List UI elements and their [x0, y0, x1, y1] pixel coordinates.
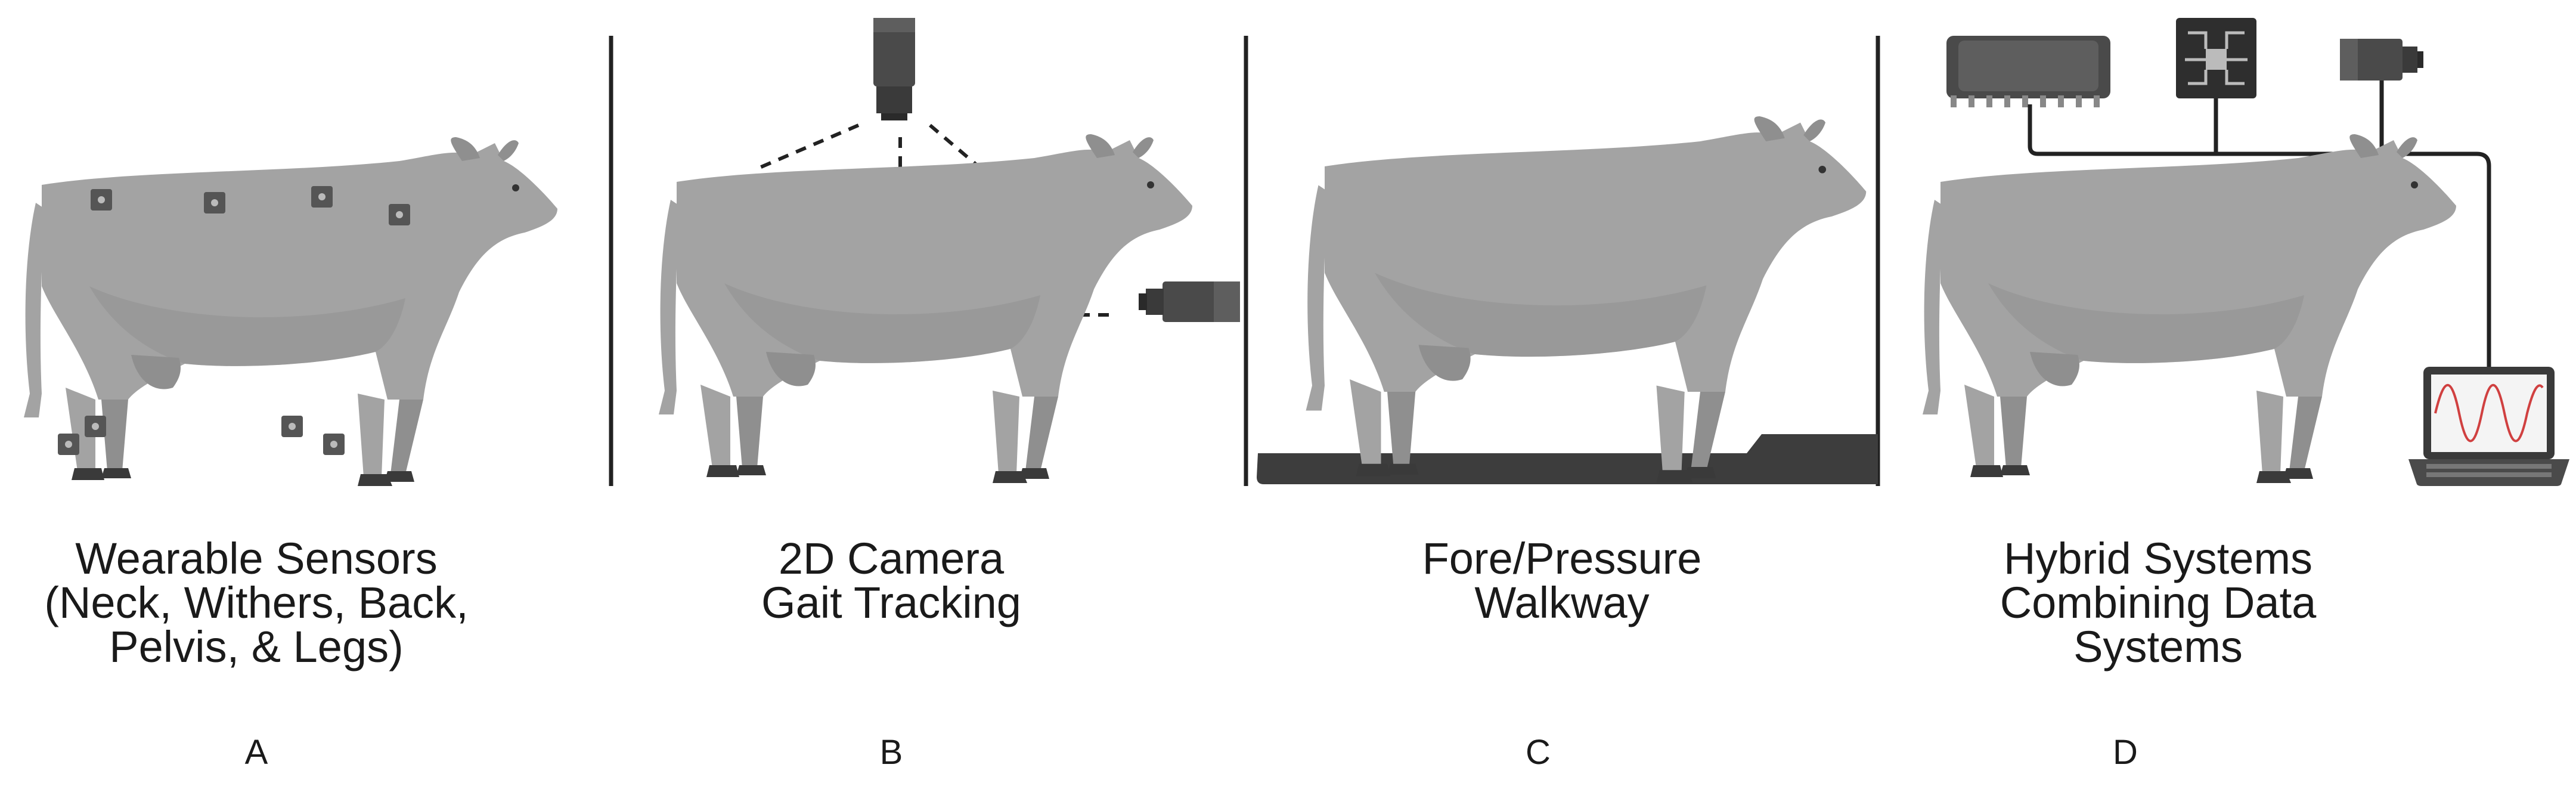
panel-letter-c: C [1526, 733, 1551, 772]
wearable-sensor-icon [85, 416, 106, 437]
microchip-icon [1946, 36, 2110, 107]
caption-a-line-3: Pelvis, & Legs) [109, 622, 404, 671]
cow-icon-panel-a [24, 137, 557, 486]
wearable-sensor-icon [204, 192, 225, 213]
laptop-icon [2408, 367, 2569, 486]
caption-c-line-2: Walkway [1474, 578, 1650, 627]
cow-icon-panel-c [1306, 116, 1867, 483]
panel-letter-b: B [879, 733, 903, 772]
caption-d-line-1: Hybrid Systems [2003, 534, 2313, 583]
circuit-board-icon [2176, 18, 2256, 98]
data-cables [2028, 81, 2491, 369]
wearable-sensor-icon [91, 189, 112, 211]
panel-letter-a: A [244, 733, 268, 772]
wearable-sensor-icon [281, 416, 303, 437]
side-camera-icon [1139, 281, 1240, 322]
caption-d-line-2: Combining Data [2000, 578, 2317, 627]
wearable-sensor-icon [389, 204, 410, 225]
panel-letter-d: D [2113, 733, 2138, 772]
camera-icon [2340, 39, 2423, 81]
wearable-sensor-icon [323, 434, 345, 455]
wearable-sensor-icon [311, 186, 333, 208]
caption-a: Wearable Sensors (Neck, Withers, Back, P… [0, 537, 525, 669]
signal-wave-icon [2434, 383, 2544, 442]
cow-icon-panel-b [659, 134, 1192, 483]
overhead-camera-icon [873, 18, 915, 120]
caption-d: Hybrid Systems Combining Data Systems [1890, 537, 2426, 669]
caption-a-line-2: (Neck, Withers, Back, [44, 578, 469, 627]
caption-d-line-3: Systems [2073, 622, 2243, 671]
caption-b-line-1: 2D Camera [778, 534, 1005, 583]
wearable-sensor-icon [58, 434, 79, 455]
caption-b: 2D Camera Gait Tracking [623, 537, 1160, 625]
cow-icon-panel-d [1923, 134, 2456, 483]
caption-b-line-2: Gait Tracking [761, 578, 1021, 627]
caption-a-line-1: Wearable Sensors [75, 534, 438, 583]
caption-c: Fore/Pressure Walkway [1294, 537, 1830, 625]
pressure-walkway-icon [1257, 434, 1878, 484]
caption-c-line-1: Fore/Pressure [1422, 534, 1702, 583]
